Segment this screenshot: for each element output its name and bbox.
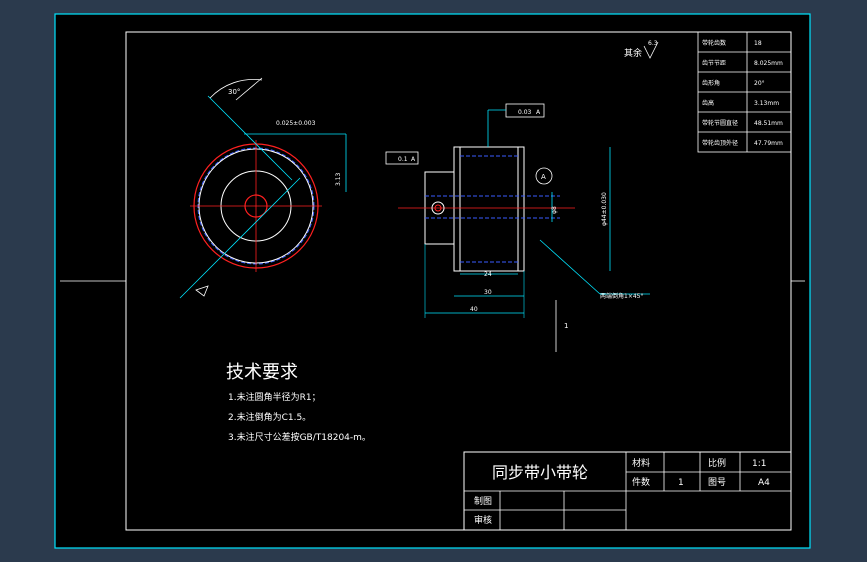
param-name: 带轮齿顶外径 — [702, 139, 738, 147]
tech-note-2: 2.未注倒角为C1.5。 — [228, 411, 311, 423]
param-name: 齿高 — [702, 99, 714, 107]
angle-arc — [209, 79, 263, 99]
surface-symbol-icon — [643, 41, 659, 59]
scale-label: 比例 — [708, 457, 726, 469]
checked-label: 审核 — [474, 514, 492, 526]
chamfer-leader — [539, 239, 601, 295]
material-label: 材料 — [632, 457, 650, 469]
set-screw-center — [434, 204, 442, 212]
end-view: 30° 0.025±0.003 3.13 — [179, 77, 347, 299]
param-value: 48.51mm — [754, 120, 783, 127]
param-name: 齿节节距 — [702, 59, 726, 67]
drawing-no-value: A4 — [758, 478, 770, 488]
surface-rest-value: 6.3 — [648, 40, 658, 47]
title-block: 同步带小带轮 材料 比例 1:1 件数 1 图号 A4 制图 审核 — [463, 451, 792, 531]
tooth-height-label: 3.13 — [335, 172, 342, 186]
datum-circle — [535, 167, 553, 185]
angle-label: 30° — [228, 88, 240, 96]
runout-datum: A — [411, 156, 416, 163]
param-table-rows: 带轮齿数 18 齿节节距 8.025mm 齿形角 20° 齿高 3.13mm 带轮节圆直径 48.… — [698, 39, 791, 147]
tol-frame-datum: A — [536, 109, 541, 116]
chamfer-note: 两端倒角1×45° — [600, 292, 643, 300]
section-mark: 1 — [564, 322, 568, 330]
surface-rest-label: 其余 — [624, 47, 642, 59]
drawn-label: 制图 — [474, 495, 492, 507]
qty-label: 件数 — [632, 476, 650, 488]
datum-label: A — [541, 173, 546, 181]
dia-small-label: φ8 — [551, 206, 558, 214]
runout-value: 0.1 — [398, 156, 408, 163]
param-table: 带轮齿数 18 齿节节距 8.025mm 齿形角 20° 齿高 3.13mm 带轮节圆直径 48.… — [697, 31, 792, 153]
tol-top-label: 0.025±0.003 — [276, 120, 316, 127]
scale-value: 1:1 — [752, 459, 766, 469]
tol-frame-top — [505, 103, 545, 118]
dia-big-label: φ44±0.030 — [601, 192, 608, 226]
drawing-no-label: 图号 — [708, 477, 726, 488]
tech-note-1: 1.未注圆角半径为R1； — [228, 391, 321, 403]
dim-40: 40 — [470, 306, 478, 313]
dim-line-diag — [207, 95, 293, 181]
param-value: 8.025mm — [754, 60, 783, 67]
param-value: 20° — [754, 80, 765, 87]
drawing-sheet — [54, 13, 811, 549]
dim-30: 30 — [484, 289, 492, 296]
param-name: 齿形角 — [702, 79, 720, 87]
tech-note-3: 3.未注尺寸公差按GB/T18204-m。 — [228, 431, 371, 443]
dim-24: 24 — [484, 271, 492, 278]
param-value: 3.13mm — [754, 100, 779, 107]
runout-frame — [385, 151, 419, 165]
section-view: 24 30 40 φ44±0.030 φ8 0.03 A 0.1 A A 两端倒… — [385, 103, 650, 352]
flange-right — [517, 146, 525, 272]
param-value: 18 — [754, 40, 762, 47]
angle-ref-line — [235, 77, 263, 101]
drawing-title: 同步带小带轮 — [492, 463, 588, 482]
qty-value: 1 — [678, 478, 684, 488]
tol-frame-value: 0.03 — [518, 109, 532, 116]
set-screw-hole — [431, 201, 445, 215]
param-value: 47.79mm — [754, 140, 783, 147]
section-arrow — [195, 285, 209, 297]
param-name: 带轮节圆直径 — [702, 119, 738, 127]
param-name: 带轮齿数 — [702, 39, 726, 47]
tech-title: 技术要求 — [226, 362, 298, 383]
leader-line — [179, 177, 301, 299]
